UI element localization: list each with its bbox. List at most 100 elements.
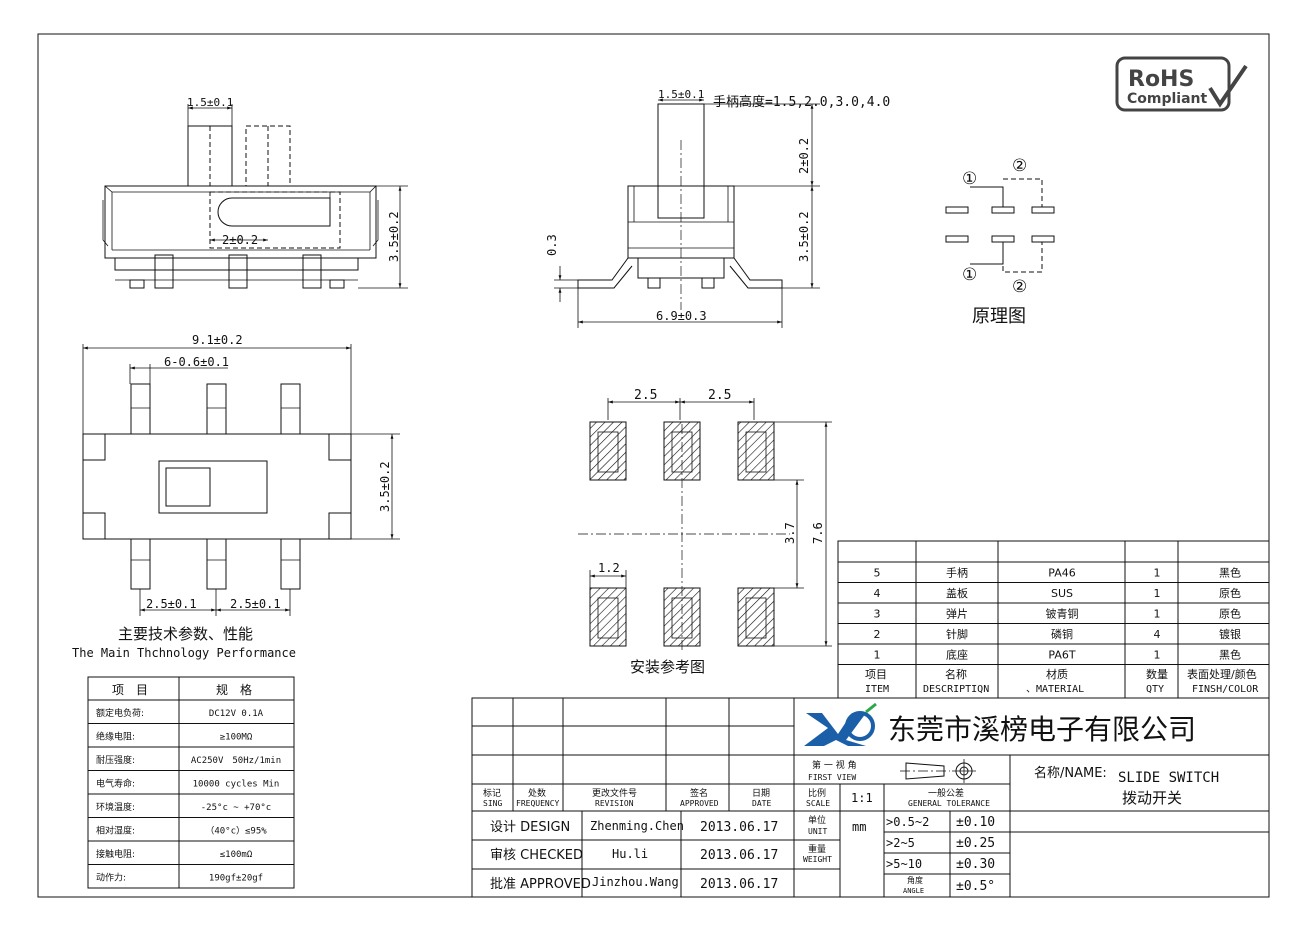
bom-cell: PA46 <box>1048 567 1075 580</box>
angle-cn: 角度 <box>907 875 923 885</box>
dim-body-height: 3.5±0.2 <box>797 211 811 262</box>
bom-cell: 手柄 <box>946 566 968 580</box>
company-name: 东莞市溪榜电子有限公司 <box>888 713 1196 746</box>
dim-handle-width-front: 1.5±0.1 <box>658 88 704 101</box>
handle-height-note: 手柄高度=1.5,2.0,3.0,4.0 <box>713 94 890 110</box>
schematic: ① ② ① ② 原理图 <box>945 156 1055 327</box>
rev-h2-cn: 处数 <box>528 787 546 799</box>
bom-cell: 2 <box>874 628 881 641</box>
perf-row-value: ≥100MΩ <box>220 732 253 742</box>
dim-pitch-2: 2.5 <box>708 388 731 403</box>
rohs-logo: RoHS Compliant <box>1115 56 1248 112</box>
dim-length: 9.1±0.2 <box>192 333 243 347</box>
perf-row-label: 相对湿度: <box>96 824 135 836</box>
dim-pitch-left: 2.5±0.1 <box>146 597 197 611</box>
performance-table: 主要技术参数、性能 The Main Thchnology Performanc… <box>72 625 296 889</box>
dim-travel: 2±0.2 <box>222 233 258 247</box>
bom-h-desc-en: DESCRIPTIQN <box>923 684 989 695</box>
bom-h-desc-cn: 名称 <box>945 667 967 681</box>
side-view: 1.5±0.1 2±0.2 3.5±0.2 <box>102 96 408 289</box>
view-cn: 第 一 视 角 <box>812 759 857 771</box>
scale-value: 1:1 <box>851 791 873 805</box>
design-name: Zhenming.Chen <box>590 819 684 833</box>
performance-title-en: The Main Thchnology Performance <box>72 646 296 660</box>
bom-cell: 磷铜 <box>1051 627 1073 641</box>
front-view: 1.5±0.1 手柄高度=1.5,2.0,3.0,4.0 0.3 2±0.2 3… <box>545 88 890 328</box>
tolerance-cn: 一般公差 <box>928 787 964 799</box>
perf-header-spec: 规 格 <box>216 682 252 697</box>
dim-width: 3.5±0.2 <box>378 461 392 512</box>
bom-h-qty-en: QTY <box>1146 684 1164 695</box>
perf-row-value: -25°c ~ +70°c <box>201 803 271 813</box>
bom-cell: 底座 <box>946 648 968 662</box>
bom-cell: 原色 <box>1219 607 1241 621</box>
perf-row-label: 耐压强度: <box>96 754 135 766</box>
angle-tol: ±0.5° <box>956 879 995 894</box>
bom-cell: 盖板 <box>946 586 968 600</box>
design-label: 设计 DESIGN <box>490 820 570 835</box>
title-block: 标记 处数 更改文件号 签名 日期 SING FREQUENCY REVISIO… <box>471 697 1270 898</box>
perf-row-value: 10000 cycles Min <box>193 779 280 789</box>
dim-overall-width: 6.9±0.3 <box>656 309 707 323</box>
approved-date: 2013.06.17 <box>700 877 778 892</box>
rev-h1-en: SING <box>483 799 502 808</box>
bom-cell: 1 <box>1154 567 1161 580</box>
bom-cell: 4 <box>1154 628 1161 641</box>
perf-row-value: AC250V 50Hz/1min <box>191 756 281 766</box>
checked-name: Hu.li <box>612 847 648 861</box>
perf-row-label: 接触电阻: <box>96 848 135 860</box>
footprint-caption: 安装参考图 <box>630 658 705 676</box>
dim-pitch-right: 2.5±0.1 <box>230 597 281 611</box>
bom-cell: 1 <box>1154 649 1161 662</box>
product-name-cn: 拨动开关 <box>1122 789 1182 807</box>
bom-cell: 5 <box>874 567 881 580</box>
dim-handle-width: 1.5±0.1 <box>187 96 233 109</box>
bom-cell: 镀银 <box>1219 627 1241 641</box>
schematic-caption: 原理图 <box>972 306 1026 327</box>
unit-cn: 单位 <box>808 814 826 826</box>
pin1-label-bottom: ① <box>962 265 977 285</box>
perf-header-item: 项 目 <box>112 683 148 697</box>
rev-h1-cn: 标记 <box>483 787 501 799</box>
bom-h-item-en: ITEM <box>865 684 889 695</box>
svg-text:RoHS: RoHS <box>1128 67 1194 92</box>
bom-cell: 黑色 <box>1219 648 1241 662</box>
rev-h4-cn: 签名 <box>690 787 708 799</box>
tolerance-en: GENERAL TOLERANCE <box>908 799 990 808</box>
dim-inner: 3.7 <box>783 522 797 544</box>
footprint: 2.5 2.5 1.2 3.7 7.6 安装参考图 <box>578 388 832 676</box>
bom-cell: 1 <box>1154 608 1161 621</box>
dim-pad-width: 1.2 <box>598 561 620 575</box>
scale-en: SCALE <box>806 799 830 808</box>
bom-h-finish-cn: 表面处理/颜色 <box>1187 667 1257 681</box>
bom-cell: 1 <box>874 649 881 662</box>
bom-cell: 黑色 <box>1219 566 1241 580</box>
tolerance-range: >0.5~2 <box>886 815 929 829</box>
bom-h-qty-cn: 数量 <box>1146 668 1168 681</box>
bom-cell: 3 <box>874 608 881 621</box>
checked-date: 2013.06.17 <box>700 848 778 863</box>
scale-cn: 比例 <box>808 787 826 799</box>
first-angle-symbol <box>900 759 976 783</box>
tolerance-range: >2~5 <box>886 836 915 850</box>
bom-cell: 4 <box>874 587 881 600</box>
bom-cell: 原色 <box>1219 586 1241 600</box>
tolerance-value: ±0.30 <box>956 857 995 872</box>
perf-row-value: DC12V 0.1A <box>209 709 264 719</box>
perf-row-label: 绝缘电阻: <box>96 730 135 742</box>
approved-label: 批准 APPROVED <box>490 877 591 892</box>
perf-row-value: 190gf±20gf <box>209 873 263 883</box>
perf-row-label: 电气寿命: <box>96 777 135 789</box>
tolerance-value: ±0.10 <box>956 815 995 830</box>
dim-handle-height: 2±0.2 <box>797 138 811 174</box>
dim-pitch-1: 2.5 <box>634 388 657 403</box>
rev-h5-en: DATE <box>752 799 771 808</box>
rev-h2-en: FREQUENCY <box>516 799 560 808</box>
top-view: 9.1±0.2 6-0.6±0.1 3.5±0.2 <box>82 333 400 616</box>
svg-text:Compliant: Compliant <box>1127 91 1208 107</box>
rev-h3-cn: 更改文件号 <box>592 787 637 799</box>
tolerance-value: ±0.25 <box>956 836 995 851</box>
pin2-label-top: ② <box>1012 156 1027 176</box>
